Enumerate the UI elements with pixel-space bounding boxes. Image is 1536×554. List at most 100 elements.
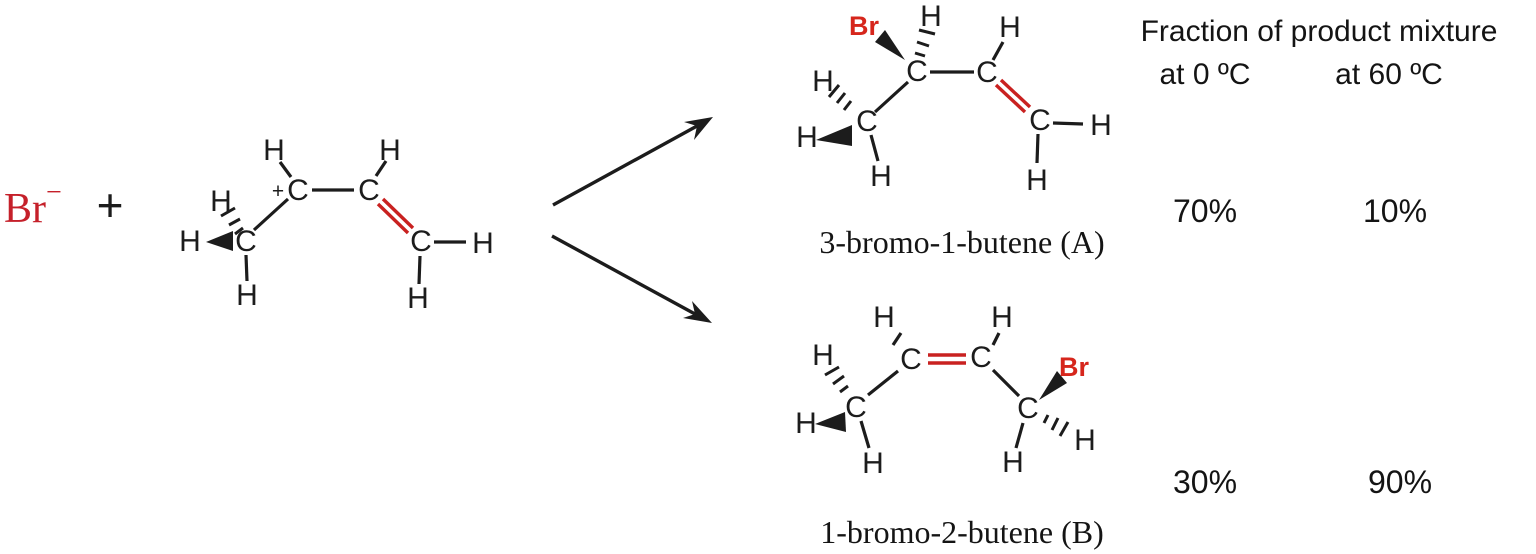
- atom-carbon: C: [410, 225, 432, 258]
- double-bond-line: [994, 83, 1027, 114]
- single-bond: [991, 41, 1005, 61]
- wedge-bond: [206, 231, 233, 251]
- fraction-a-at-60c: 10%: [1363, 193, 1427, 229]
- single-bond: [859, 420, 871, 449]
- single-bond: [891, 332, 903, 346]
- allylic-cation: H + C C H C H H C H H H: [179, 134, 494, 315]
- arrow-shaft: [551, 234, 696, 316]
- cation-bonds: [206, 160, 466, 285]
- atom-hydrogen: H: [472, 227, 494, 260]
- atom-carbon: C: [976, 56, 998, 89]
- hashed-bond: [839, 384, 849, 394]
- atom-hydrogen: H: [812, 65, 834, 98]
- hashed-bond: [835, 92, 847, 104]
- atom-hydrogen: H: [812, 339, 834, 372]
- single-bond: [867, 369, 899, 397]
- hashed-bond: [842, 100, 853, 111]
- atom-hydrogen: H: [1090, 109, 1112, 142]
- atom-carbon: C: [900, 343, 922, 376]
- product-a-name: 3-bromo-1-butene (A): [819, 224, 1104, 260]
- atom-hydrogen: H: [870, 160, 892, 193]
- single-bond: [374, 160, 388, 177]
- atom-carbon: C: [856, 105, 878, 138]
- atom-hydrogen: H: [179, 225, 201, 258]
- double-bond-line: [376, 202, 410, 235]
- single-bond: [991, 332, 1001, 346]
- product-a-bonds: [816, 28, 1084, 164]
- column-header-0c: at 0 ºC: [1160, 58, 1251, 91]
- atom-hydrogen: H: [1002, 446, 1024, 479]
- bromide-ion: Br −: [4, 177, 62, 232]
- hashed-bond: [1058, 421, 1070, 437]
- atom-hydrogen: H: [920, 0, 942, 33]
- single-bond: [244, 254, 249, 282]
- atom-hydrogen: H: [1074, 424, 1096, 457]
- hashed-bond: [234, 226, 244, 236]
- atom-hydrogen: H: [379, 134, 401, 167]
- product-a-structure: Br H C C H C H H C H H H 3-bromo-1-buten…: [796, 0, 1112, 260]
- fraction-b-at-0c: 30%: [1173, 464, 1237, 500]
- atom-hydrogen: H: [263, 134, 285, 167]
- product-b-name: 1-bromo-2-butene (B): [820, 514, 1103, 550]
- single-bond: [1052, 121, 1084, 126]
- atom-carbon: C: [845, 391, 867, 424]
- column-header-60c: at 60 ºC: [1335, 58, 1443, 91]
- wedge-bond: [815, 412, 846, 432]
- atom-carbon: C: [287, 174, 309, 207]
- product-b-structure: H H C C C H H H C Br H H 1-bromo-2-buten…: [795, 301, 1104, 550]
- hashed-bond: [827, 84, 841, 98]
- hashed-bond: [1042, 414, 1050, 424]
- atom-hydrogen: H: [862, 447, 884, 480]
- hashed-bond: [228, 217, 241, 227]
- hashed-bond: [918, 28, 936, 36]
- atom-carbon: C: [235, 225, 257, 258]
- single-bond: [278, 161, 293, 178]
- hashed-bond: [824, 365, 840, 377]
- atom-hydrogen: H: [795, 407, 817, 440]
- atom-hydrogen: H: [407, 282, 429, 315]
- atom-hydrogen: H: [999, 11, 1021, 44]
- wedge-bond: [816, 125, 852, 146]
- bromine-substituent-label: Br: [1059, 352, 1089, 382]
- hashed-bond: [916, 40, 930, 48]
- arrow-head: [684, 117, 713, 140]
- bromine-substituent-label: Br: [849, 11, 879, 41]
- arrow-shaft: [552, 124, 698, 207]
- atom-carbon: C: [970, 341, 992, 374]
- atom-hydrogen: H: [1026, 164, 1048, 197]
- atom-hydrogen: H: [236, 279, 258, 312]
- reaction-arrow-to-product-a: [552, 117, 713, 207]
- single-bond: [1014, 422, 1025, 449]
- single-bond: [1035, 133, 1040, 164]
- single-bond: [417, 255, 422, 285]
- atom-hydrogen: H: [991, 301, 1013, 334]
- atom-carbon: C: [1029, 104, 1051, 137]
- bromide-ion-symbol: Br: [4, 186, 46, 232]
- double-bond-line: [381, 197, 415, 230]
- bromide-ion-charge: −: [46, 177, 62, 208]
- arrow-head: [683, 301, 712, 323]
- hashed-bond: [914, 51, 926, 58]
- atom-hydrogen: H: [796, 121, 818, 154]
- carbocation-charge: +: [272, 180, 284, 203]
- atom-hydrogen: H: [210, 185, 232, 218]
- product-b-bonds: [815, 332, 1070, 449]
- fraction-a-at-0c: 70%: [1173, 193, 1237, 229]
- wedge-bond-to-bromine: [1039, 371, 1067, 400]
- results-table: Fraction of product mixture at 0 ºC at 6…: [1141, 15, 1498, 500]
- hashed-bond: [1050, 417, 1060, 431]
- double-bond-line: [999, 78, 1032, 109]
- results-table-title: Fraction of product mixture: [1141, 15, 1498, 48]
- single-bond: [252, 197, 290, 232]
- atom-carbon: C: [358, 174, 380, 207]
- fraction-b-at-60c: 90%: [1368, 464, 1432, 500]
- atom-carbon: C: [1017, 392, 1039, 425]
- wedge-bond-to-bromine: [875, 30, 905, 60]
- single-bond: [991, 368, 1021, 398]
- single-bond: [869, 134, 880, 162]
- hashed-bond: [832, 374, 845, 386]
- reaction-arrow-to-product-b: [551, 234, 712, 323]
- atom-carbon: C: [906, 55, 928, 88]
